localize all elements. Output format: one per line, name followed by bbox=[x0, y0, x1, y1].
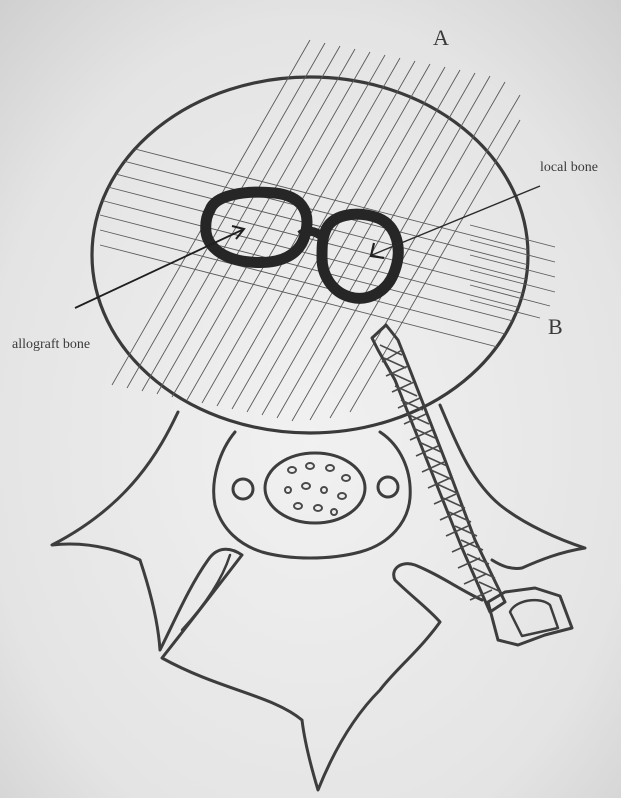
label-a: A bbox=[433, 25, 449, 50]
label-allograft-bone: allograft bone bbox=[12, 337, 90, 352]
label-local-bone: local bone bbox=[540, 160, 598, 175]
label-b: B bbox=[548, 314, 563, 339]
